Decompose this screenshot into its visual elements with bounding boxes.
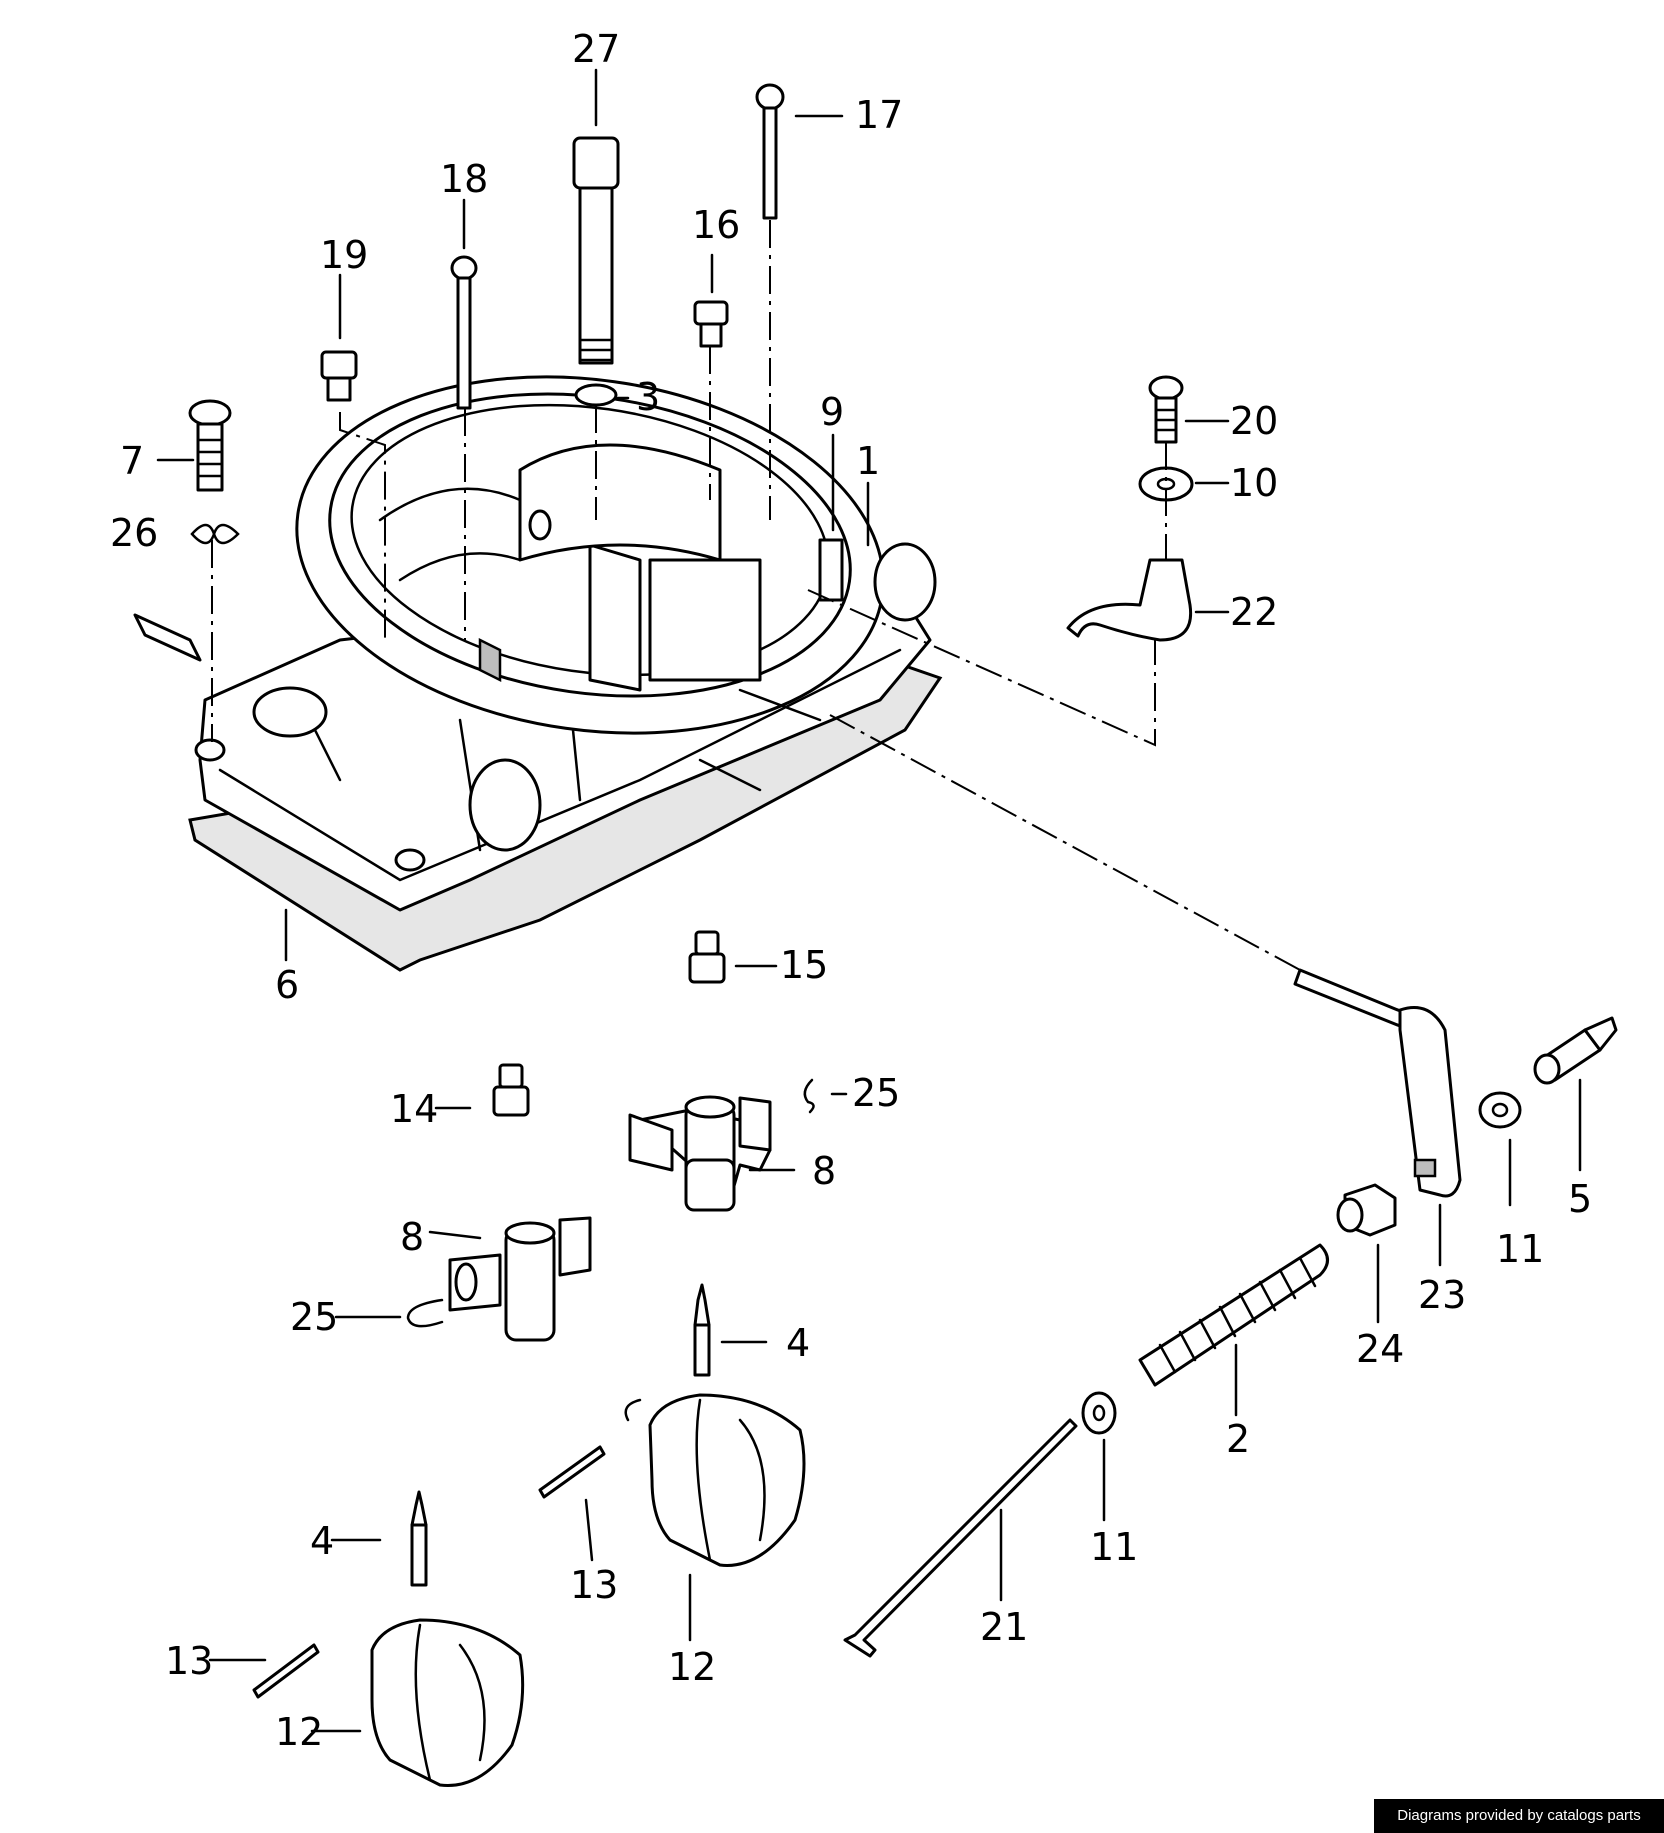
part-16-jet: [693, 300, 729, 348]
part-14-jet: [492, 1063, 530, 1117]
part-27-socket-bolt: [572, 136, 620, 365]
part-11-washer-b: [1081, 1391, 1117, 1435]
callout-11-a: 11: [1496, 1227, 1544, 1271]
part-15-jet: [688, 930, 726, 984]
part-18-screw: [450, 255, 478, 410]
part-5-fitting: [1533, 1016, 1618, 1085]
part-23-throttle-lever: [1293, 968, 1462, 1198]
part-9-stud: [818, 538, 844, 602]
callout-4-b: 4: [310, 1519, 334, 1563]
callout-11-b: 11: [1090, 1525, 1138, 1569]
callout-17: 17: [855, 93, 903, 137]
part-22-lever: [1066, 558, 1193, 642]
part-4-needle-a: [693, 1283, 711, 1377]
callout-1: 1: [856, 439, 880, 483]
callout-16: 16: [692, 203, 740, 247]
callout-25-a: 25: [852, 1071, 900, 1115]
part-3-washer: [574, 383, 618, 407]
callout-15: 15: [780, 943, 828, 987]
callout-6: 6: [275, 963, 299, 1007]
callout-14: 14: [390, 1087, 438, 1131]
callout-13-b: 13: [570, 1563, 618, 1607]
part-13-pin-b: [252, 1643, 320, 1699]
callout-12-b: 12: [668, 1645, 716, 1689]
part-8-float-arm-b: [448, 1216, 592, 1342]
callout-4-a: 4: [786, 1321, 810, 1365]
callout-8-b: 8: [400, 1215, 424, 1259]
callout-23: 23: [1418, 1273, 1466, 1317]
part-4-needle-b: [410, 1490, 428, 1587]
callout-26: 26: [110, 511, 158, 555]
part-11-washer-a: [1478, 1091, 1522, 1129]
callout-22: 22: [1230, 590, 1278, 634]
part-17-screw: [755, 83, 785, 220]
callout-labels: 27 17 18 16 19 3 9 1 7 26 20 10 22 6 15 …: [110, 27, 1592, 1754]
part-7-screw: [188, 399, 232, 492]
callout-12-a: 12: [275, 1710, 323, 1754]
part-8-float-arm-a: [628, 1095, 772, 1212]
part-12-float-a: [624, 1393, 806, 1567]
callout-3: 3: [636, 375, 660, 419]
part-25-clip-b: [406, 1298, 444, 1328]
leader-lines: [156, 68, 1582, 1733]
part-20-screw: [1148, 375, 1184, 444]
part-19-jet: [320, 350, 358, 402]
callout-5: 5: [1568, 1177, 1592, 1221]
callout-18: 18: [440, 157, 488, 201]
callout-2: 2: [1226, 1417, 1250, 1461]
part-21-rod: [843, 1418, 1078, 1658]
part-26-seal: [190, 523, 240, 545]
diagram-credit-banner: Diagrams provided by catalogs parts: [1374, 1799, 1664, 1833]
callout-25-b: 25: [290, 1295, 338, 1339]
callout-24: 24: [1356, 1327, 1404, 1371]
alignment-lines: [211, 220, 1301, 971]
callout-8-a: 8: [812, 1149, 836, 1193]
callout-19: 19: [320, 233, 368, 277]
callout-13-a: 13: [165, 1639, 213, 1683]
callout-21: 21: [980, 1605, 1028, 1649]
carburetor-body: [133, 375, 943, 972]
callout-10: 10: [1230, 461, 1278, 505]
callout-20: 20: [1230, 399, 1278, 443]
callout-7: 7: [120, 439, 144, 483]
part-13-pin-a: [538, 1445, 606, 1499]
callout-9: 9: [820, 390, 844, 434]
part-12-float-b: [370, 1618, 525, 1787]
part-2-spring: [1138, 1243, 1329, 1387]
part-24-plug: [1336, 1183, 1397, 1237]
callout-27: 27: [572, 27, 620, 71]
part-25-clip-a: [803, 1078, 815, 1114]
